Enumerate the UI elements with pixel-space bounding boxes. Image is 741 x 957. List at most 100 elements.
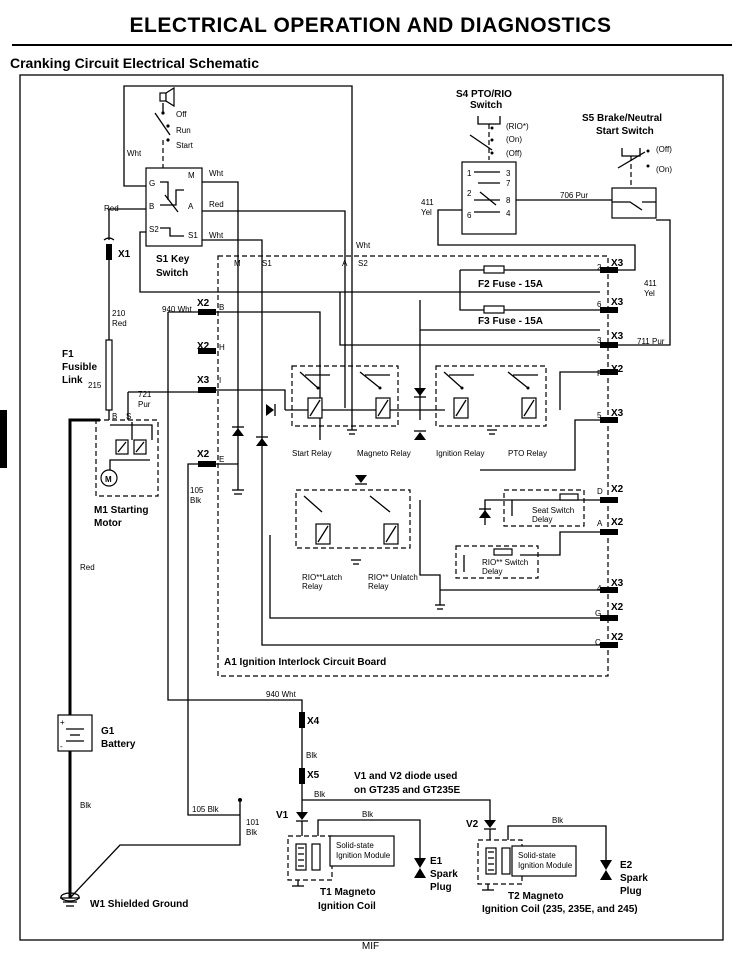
svg-text:(Off): (Off) [656, 145, 672, 154]
x2-connector-b: X2 B [197, 298, 224, 315]
battery: + - G1 Battery [57, 714, 136, 752]
ground-icon-board-1 [232, 489, 244, 495]
wire-wht-top: Wht [356, 241, 371, 250]
svg-text:2: 2 [467, 189, 472, 198]
ground-icon-board-4 [351, 559, 361, 565]
x5-blk: Blk [314, 790, 326, 799]
svg-text:8: 8 [506, 196, 511, 205]
svg-text:6: 6 [467, 211, 472, 220]
key-switch-label-2: Switch [156, 268, 188, 279]
fuse-icon [483, 265, 505, 274]
brake-switch-label-2: Start Switch [596, 126, 654, 137]
svg-text:Solid-state: Solid-state [336, 841, 374, 850]
svg-text:1: 1 [467, 169, 472, 178]
svg-text:(RIO*): (RIO*) [506, 122, 529, 131]
schematic-frame [19, 74, 724, 941]
relay-group-rio: RIO**Latch Relay RIO** Unlatch Relay [295, 489, 418, 591]
pto-relay-label: PTO Relay [508, 449, 547, 458]
svg-text:A: A [597, 519, 603, 528]
starting-motor: B S M M1 Starting Motor [94, 412, 159, 529]
diode-icon-2 [232, 426, 244, 436]
svg-text:X3: X3 [611, 331, 624, 342]
key-pos-off: Off [176, 110, 187, 119]
ground-label: W1 Shielded Ground [90, 899, 188, 910]
f1-label-3: Link [62, 375, 83, 386]
svg-text:G: G [595, 609, 601, 618]
wire-711: 711 Pur [637, 337, 665, 346]
svg-text:E2: E2 [620, 860, 633, 871]
svg-text:E1: E1 [430, 856, 443, 867]
t2-magneto-coil: Solid-state Ignition Module Blk E2 Spark… [477, 816, 648, 915]
svg-text:X2: X2 [197, 449, 210, 460]
key-pos-start: Start [176, 141, 194, 150]
seat-switch-label-1: Seat Switch [532, 506, 574, 515]
interlock-board-label: A1 Ignition Interlock Circuit Board [224, 657, 386, 668]
t1-ignition-module [329, 835, 395, 867]
rio-latch-label-2: Relay [302, 582, 322, 591]
speaker-icon [159, 86, 175, 108]
footer-code: MIF [361, 941, 380, 952]
wire-940-bottom: 940 Wht [266, 690, 297, 699]
seat-switch-label-2: Delay [532, 515, 552, 524]
interlock-board-outline [217, 255, 609, 677]
svg-text:I: I [219, 376, 221, 385]
svg-text:X2: X2 [611, 364, 624, 375]
rio-switch-label-1: RIO** Switch [482, 558, 528, 567]
svg-text:X3: X3 [611, 408, 624, 419]
svg-text:X5: X5 [307, 770, 320, 781]
diode-note-2: on GT235 and GT235E [354, 785, 460, 796]
key-term-m: M [188, 171, 195, 180]
svg-text:H: H [219, 343, 225, 352]
svg-text:X3: X3 [197, 375, 210, 386]
relay-group-start-magneto: Start Relay Magneto Relay [291, 365, 411, 458]
fusible-link [105, 339, 113, 411]
svg-text:F2 Fuse - 15A: F2 Fuse - 15A [478, 279, 543, 290]
wire-706: 706 Pur [560, 191, 588, 200]
rio-latch-label-1: RIO**Latch [302, 573, 342, 582]
key-wire-wht-1: Wht [209, 169, 224, 178]
svg-text:X4: X4 [307, 716, 320, 727]
v1-diode: V1 [276, 810, 308, 822]
wire-101-blk: Blk [246, 828, 258, 837]
svg-text:(Off): (Off) [506, 149, 522, 158]
wire-105-blk-bottom: 105 Blk [192, 805, 220, 814]
wire-411-right: 411 [644, 279, 657, 288]
svg-text:3: 3 [506, 169, 511, 178]
svg-text:X3: X3 [611, 297, 624, 308]
svg-text:V1: V1 [276, 810, 289, 821]
key-term-a: A [188, 202, 194, 211]
wire-721-pur: Pur [138, 400, 151, 409]
svg-text:D: D [597, 487, 603, 496]
svg-text:(On): (On) [656, 165, 672, 174]
key-pos-run: Run [176, 126, 191, 135]
x3-connector-i: X3 I [197, 375, 221, 393]
svg-text:X2: X2 [611, 632, 624, 643]
svg-text:Blk: Blk [362, 810, 374, 819]
t2-ignition-module [511, 845, 577, 877]
brake-neutral-switch: S5 Brake/Neutral Start Switch (Off) (On) [582, 113, 672, 219]
diode-icon-7 [355, 475, 367, 485]
svg-text:6: 6 [597, 300, 602, 309]
svg-text:E: E [219, 455, 224, 464]
magneto-relay-label: Magneto Relay [357, 449, 411, 458]
diode-icon-5 [414, 430, 426, 440]
battery-icon [66, 728, 84, 742]
wire-105-blk: Blk [190, 496, 202, 505]
fuse-icon-2 [483, 305, 505, 314]
section-title: Cranking Circuit Electrical Schematic [10, 55, 259, 71]
svg-text:4: 4 [597, 584, 602, 593]
svg-text:B: B [112, 412, 117, 421]
svg-text:F: F [597, 369, 602, 378]
svg-text:+: + [60, 718, 65, 727]
x4-connector: X4 [299, 712, 320, 728]
svg-text:S1: S1 [262, 259, 272, 268]
svg-text:B: B [219, 303, 224, 312]
wire-411-right-yel: Yel [644, 289, 655, 298]
x1-connector: X1 [103, 237, 131, 260]
diode-icon-4 [414, 388, 426, 398]
relay-group-ignition-pto: Ignition Relay PTO Relay [435, 365, 547, 458]
f1-label-1: F1 [62, 349, 74, 360]
motor-icon [100, 469, 118, 487]
